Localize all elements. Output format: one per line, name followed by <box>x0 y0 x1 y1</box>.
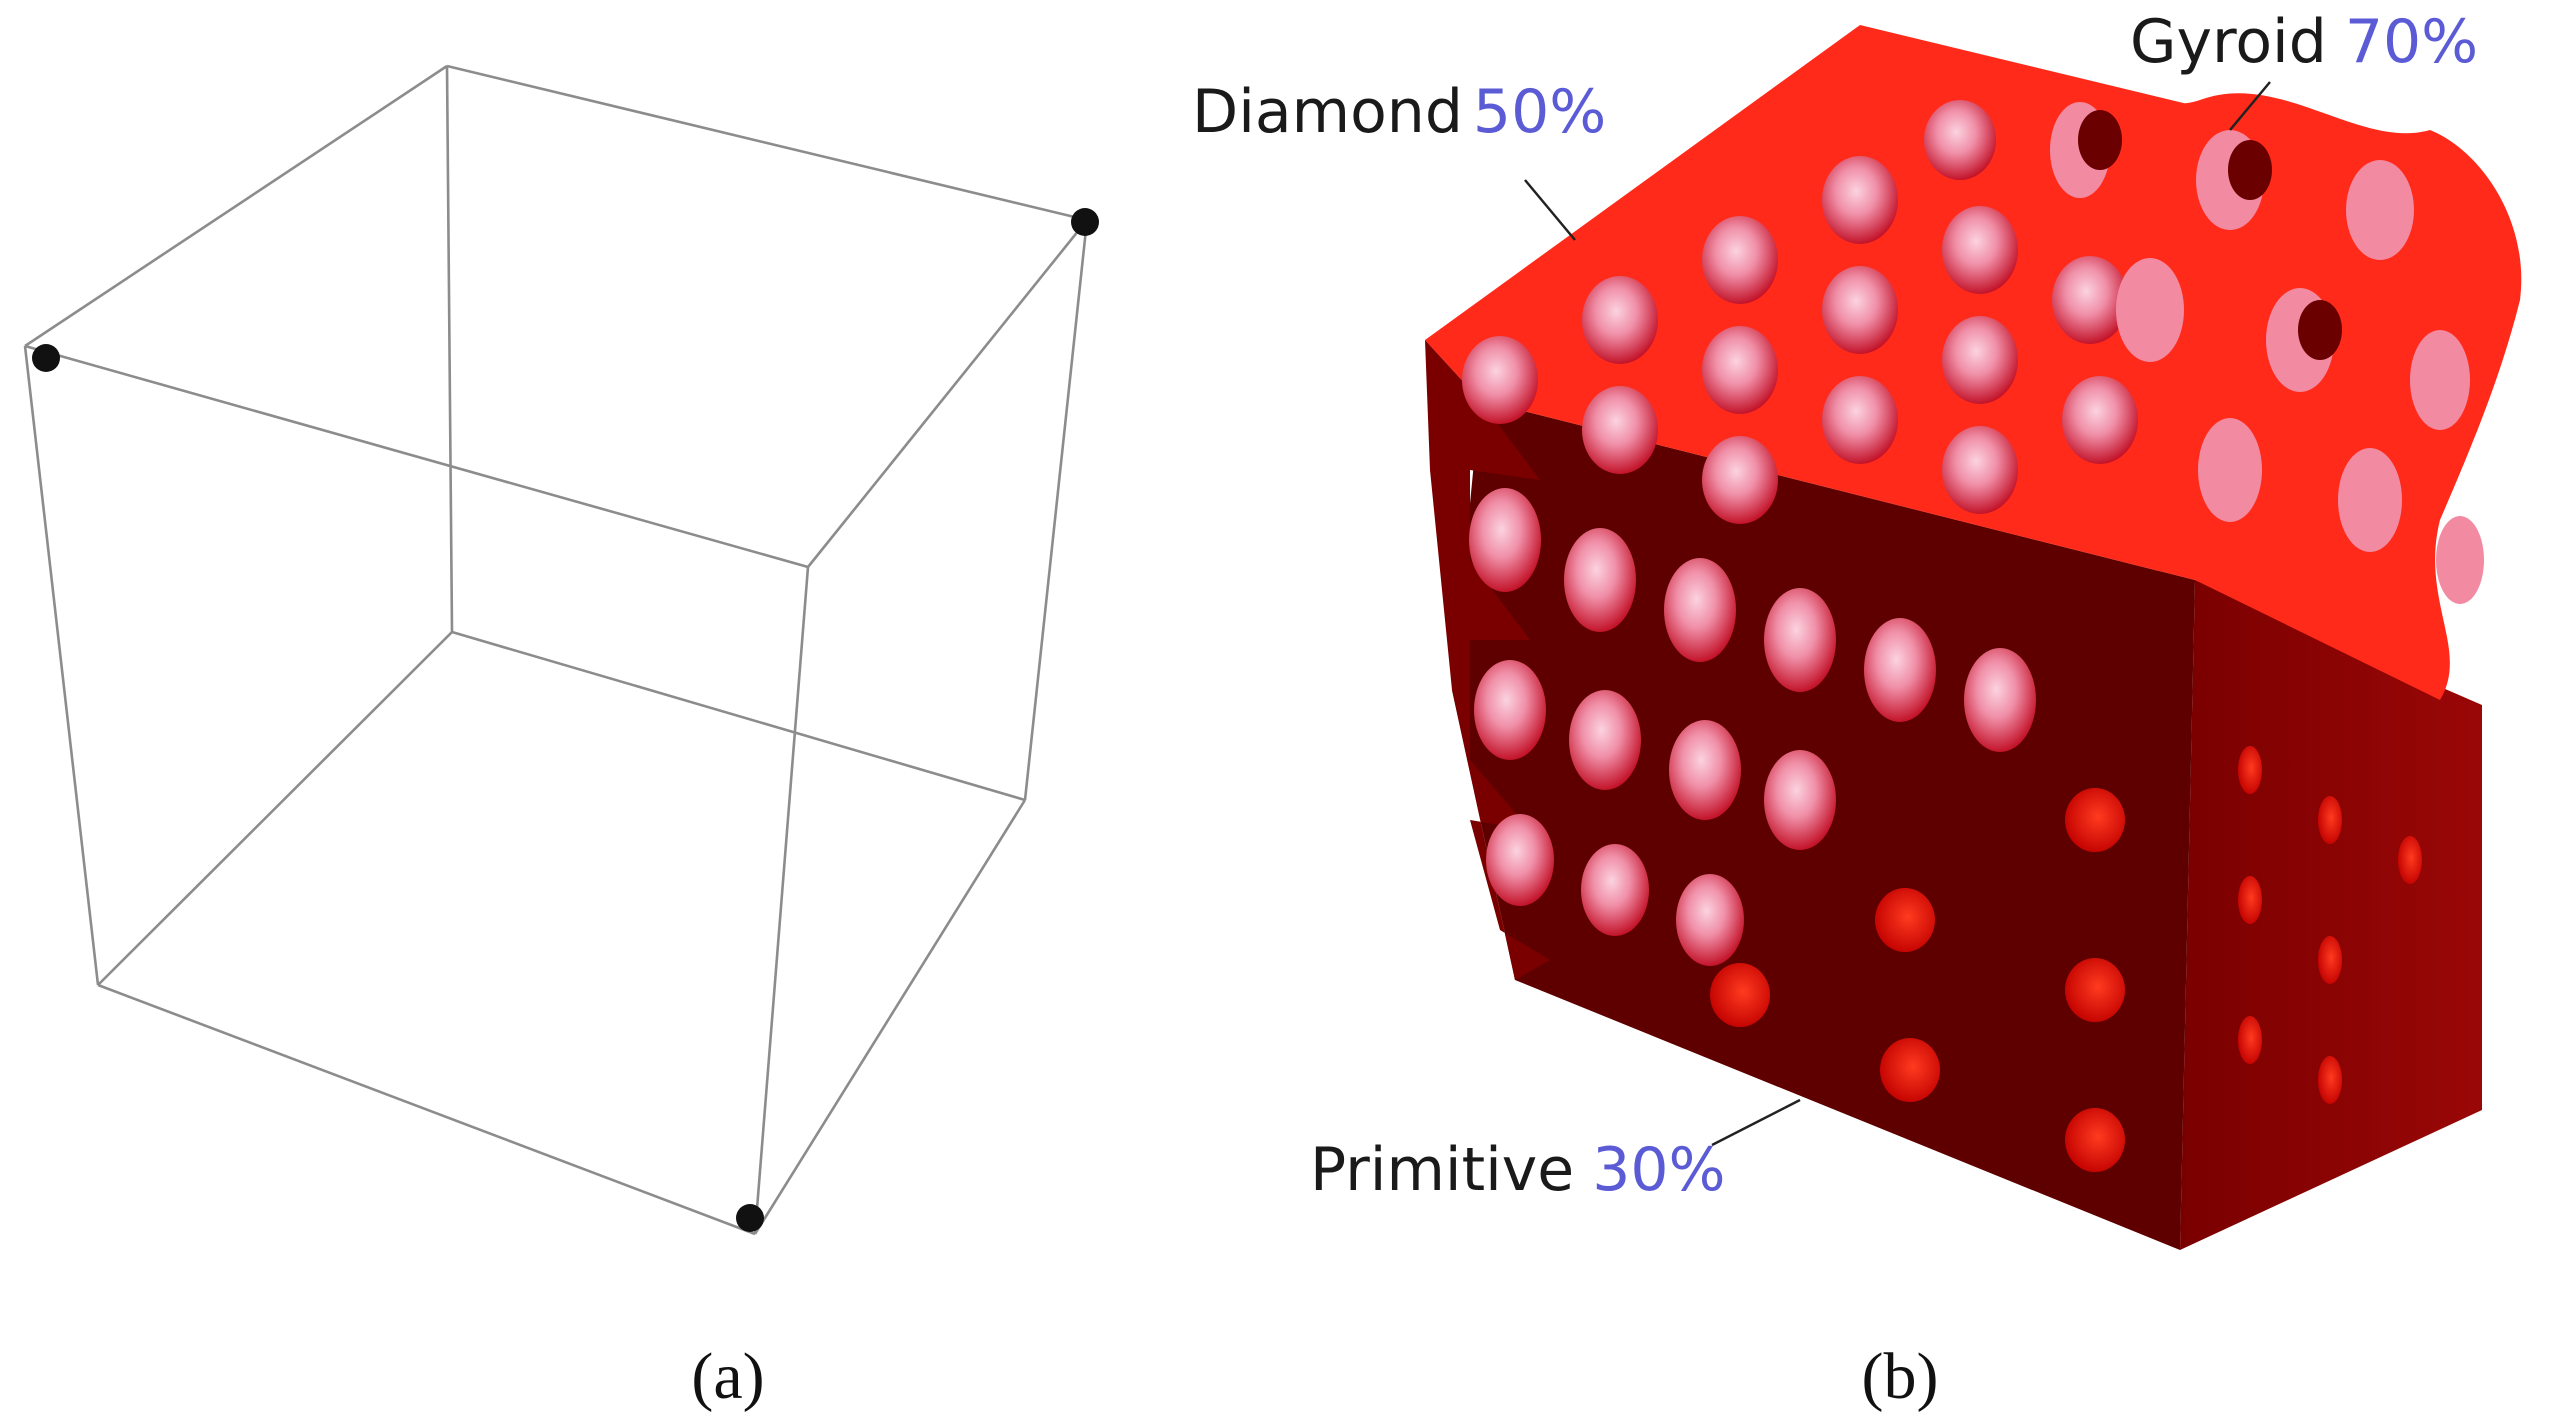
vertex-marker <box>32 344 60 372</box>
diamond-holes <box>1462 100 2138 524</box>
wireframe-cube <box>23 64 1089 1236</box>
panel-a: (a) <box>23 64 1099 1413</box>
panel-b-caption: (b) <box>1862 1340 1939 1413</box>
gyroid-leader-line <box>2229 81 2271 131</box>
vertex-marker <box>1071 208 1099 236</box>
primitive-leader-line <box>1711 1098 1801 1147</box>
diamond-leader-line <box>1524 179 1576 241</box>
vertex-marker <box>736 1204 764 1232</box>
lattice-right-face <box>2180 580 2482 1250</box>
gyroid-voids <box>2050 102 2484 604</box>
side-holes <box>1469 488 2036 966</box>
primitive-holes <box>1710 746 2422 1172</box>
panel-a-caption: (a) <box>691 1340 764 1413</box>
